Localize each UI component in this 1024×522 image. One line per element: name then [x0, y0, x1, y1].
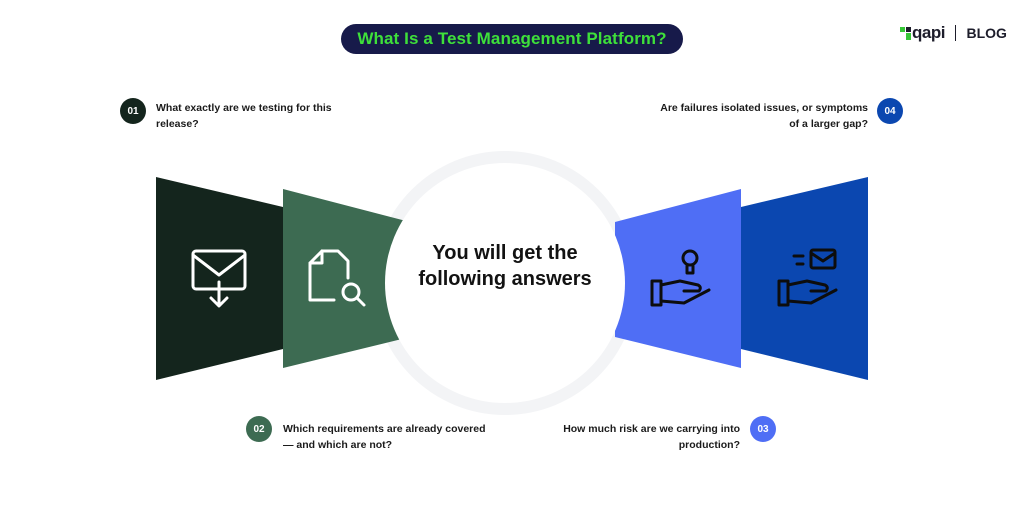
- badge-02: 02: [246, 416, 272, 442]
- logo-text: qapi: [912, 23, 945, 42]
- brand-divider: [954, 25, 957, 41]
- logo-mark-icon: [900, 27, 911, 40]
- badge-03: 03: [750, 416, 776, 442]
- title-pill: What Is a Test Management Platform?: [341, 24, 683, 54]
- panel-04: [741, 177, 868, 380]
- brand[interactable]: qapi BLOG: [900, 22, 1007, 44]
- badge-04: 04: [877, 98, 903, 124]
- question-04: Are failures isolated issues, or symptom…: [660, 102, 868, 130]
- panel-03: [615, 189, 741, 368]
- document-search-icon: [308, 249, 366, 307]
- hand-mail-icon: [777, 248, 838, 307]
- inbox-download-icon: [191, 249, 247, 308]
- question-01: What exactly are we testing for this rel…: [156, 102, 332, 130]
- blog-label: BLOG: [966, 25, 1007, 41]
- panel-02: [283, 189, 410, 368]
- question-03: How much risk are we carrying into produ…: [563, 423, 740, 451]
- question-02: Which requirements are already covered —…: [283, 423, 486, 451]
- center-text: You will get the following answers: [418, 242, 592, 290]
- hand-lightbulb-icon: [650, 249, 711, 307]
- badge-01: 01: [120, 98, 146, 124]
- panel-01: [156, 177, 283, 380]
- center-circle: [385, 163, 625, 403]
- page-title: What Is a Test Management Platform?: [357, 29, 667, 48]
- qapi-logo: qapi: [900, 23, 945, 43]
